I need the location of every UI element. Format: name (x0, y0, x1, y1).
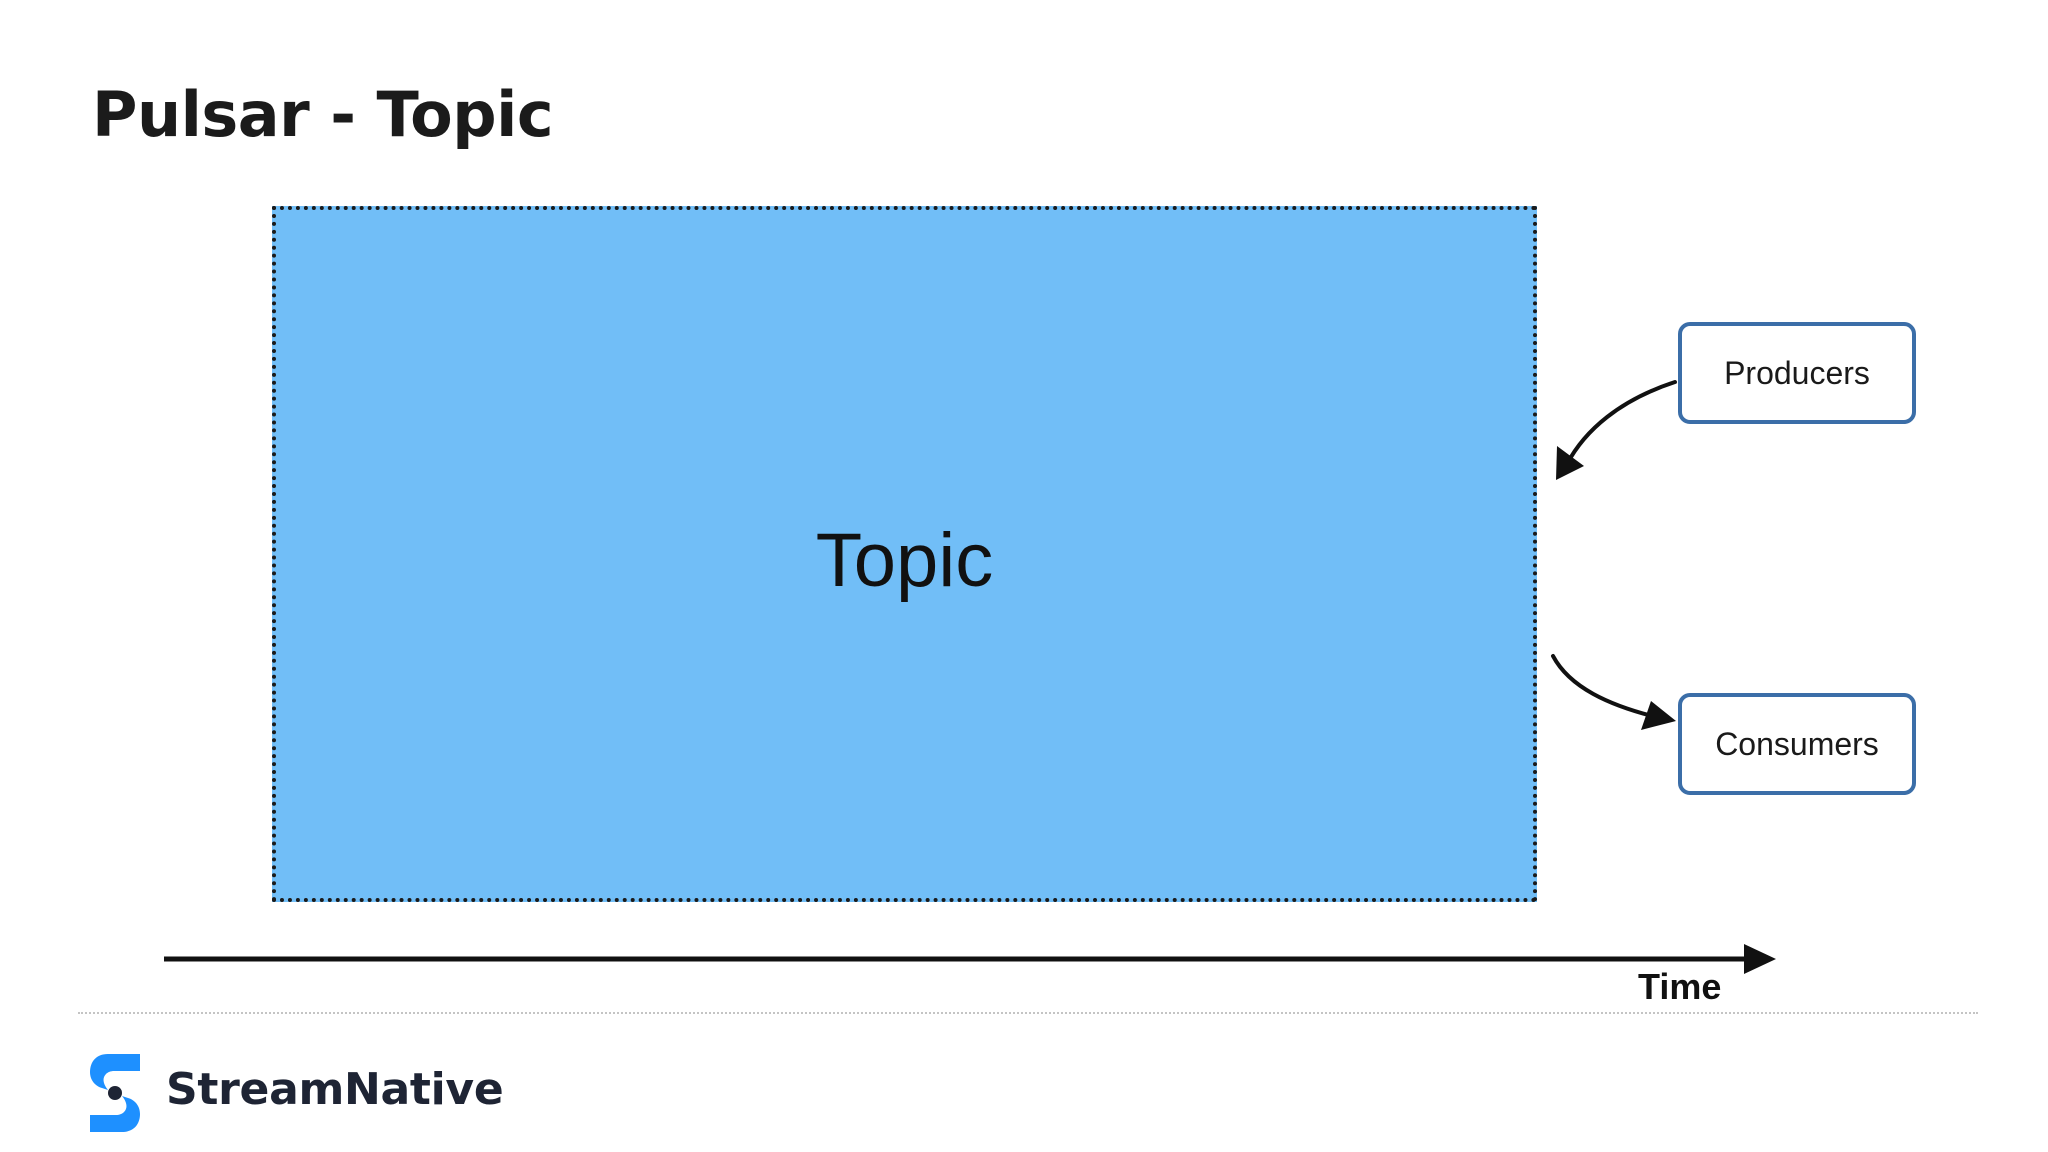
consumers-box: Consumers (1678, 693, 1916, 795)
time-axis-arrowhead-icon (1744, 944, 1776, 974)
slide-title: Pulsar - Topic (92, 78, 554, 151)
streamnative-logo-icon (90, 1054, 140, 1132)
consumers-label: Consumers (1715, 725, 1879, 762)
topic-label: Topic (815, 517, 994, 603)
topic-box: Topic (272, 206, 1537, 902)
brand-name: StreamNative (166, 1064, 504, 1115)
producers-label: Producers (1724, 354, 1870, 391)
producer-to-topic-arrow (1565, 380, 1677, 466)
producer-arrowhead-icon (1556, 446, 1584, 480)
topic-to-consumers-arrow (1551, 654, 1654, 718)
footer-divider (78, 1012, 1978, 1014)
producers-box: Producers (1678, 322, 1916, 424)
consumer-arrowhead-icon (1641, 701, 1676, 730)
time-label: Time (1638, 966, 1722, 1007)
